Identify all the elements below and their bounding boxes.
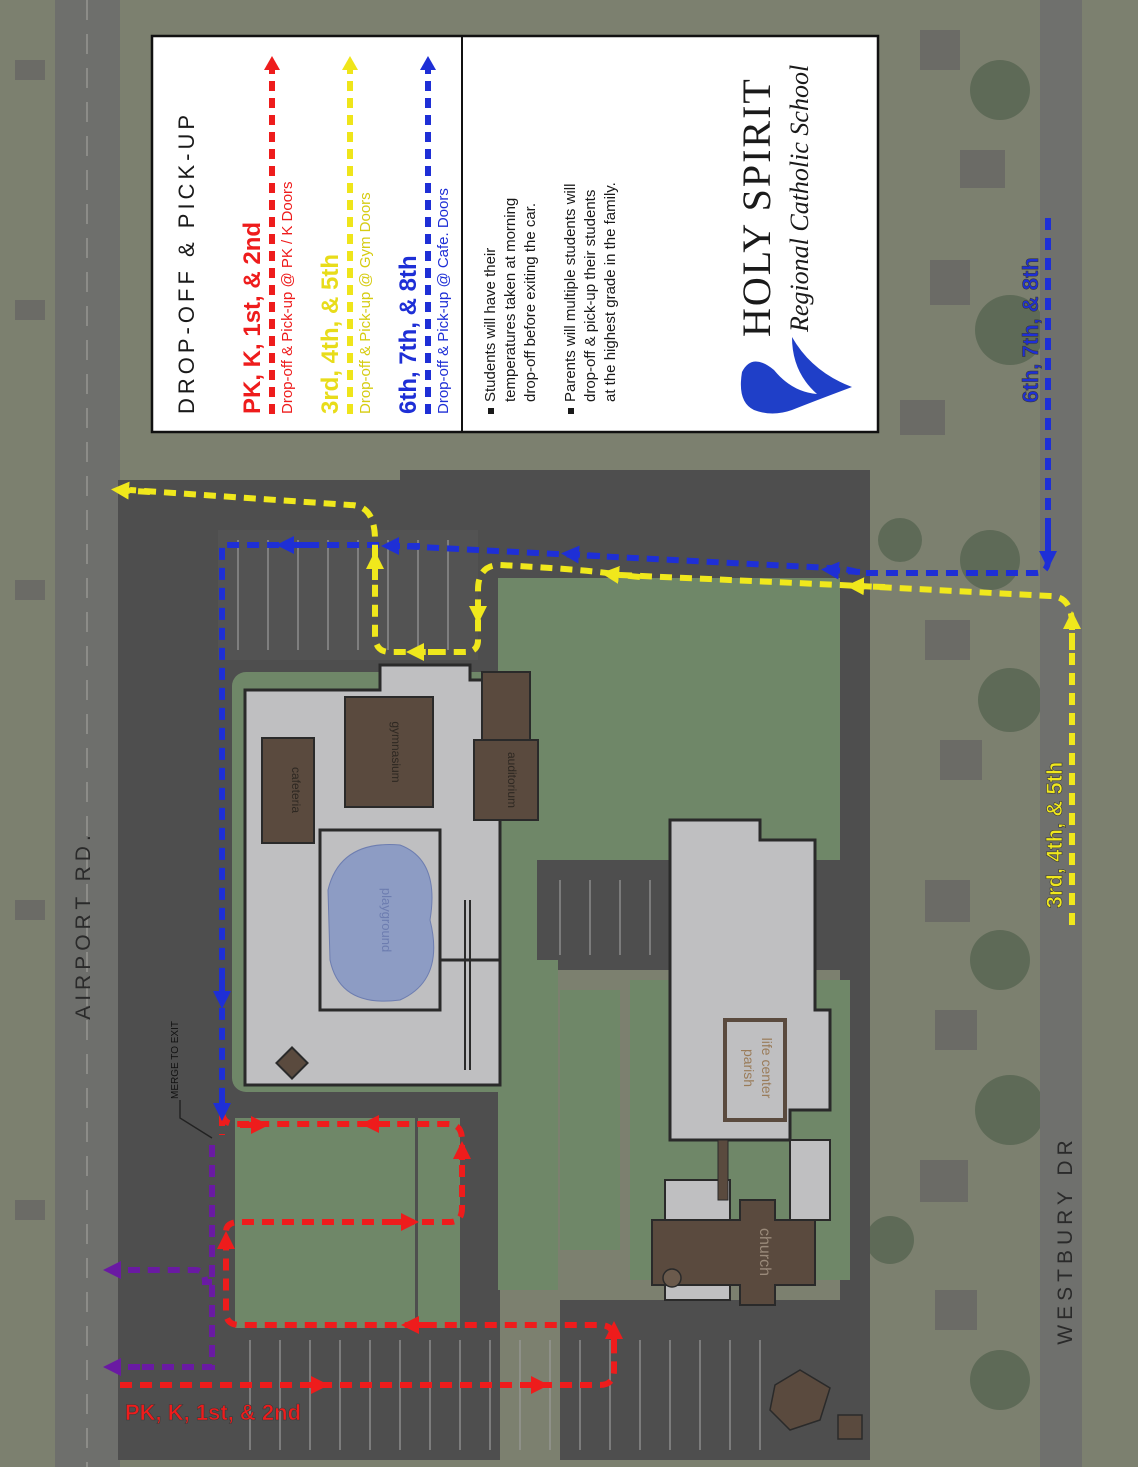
- merge-to-exit-callout: MERGE TO EXIT: [170, 1021, 213, 1139]
- logo-subtitle: Regional Catholic School: [785, 65, 814, 333]
- parish-label-line2: life center: [759, 1038, 775, 1099]
- legend-red-grades: PK, K, 1st, & 2nd: [239, 222, 266, 414]
- note2-line2: drop-off & pick-up their students: [582, 190, 599, 402]
- note1-line2: temperatures taken at morning: [502, 198, 519, 402]
- route-purple-exit: [103, 1145, 215, 1376]
- parish-life-center: [668, 818, 832, 1142]
- airport-rd-label: AIRPORT RD.: [72, 830, 95, 1020]
- legend-note-2: Parents will multiple students will drop…: [562, 182, 619, 414]
- building-labels: cafeteria gymnasium auditorium playgroun…: [289, 721, 775, 1276]
- note1-line1: Students will have their: [482, 248, 499, 402]
- playground-label: playground: [379, 888, 394, 952]
- route-yellow-3rd-5th: [111, 481, 1081, 925]
- neighborhood-houses: [15, 30, 1005, 1330]
- school-building: [243, 663, 539, 1087]
- westbury-dr-label: WESTBURY DR: [1054, 1135, 1077, 1344]
- rectory-roofs: [769, 1369, 863, 1440]
- merge-to-exit-label: MERGE TO EXIT: [170, 1021, 181, 1099]
- legend-yellow-grades: 3rd, 4th, & 5th: [317, 254, 344, 414]
- route-label-blue: 6th, 7th, & 8th: [1018, 257, 1043, 402]
- auditorium-label: auditorium: [505, 752, 519, 808]
- legend-yellow-detail: Drop-off & Pick-up @ Gym Doors: [357, 192, 374, 414]
- route-red-pk-2nd: [120, 1109, 623, 1394]
- parish-label-line1: parish: [741, 1049, 757, 1087]
- legend-blue-grades: 6th, 7th, & 8th: [395, 255, 422, 414]
- church-building: [651, 1139, 831, 1306]
- dove-icon: [740, 337, 852, 414]
- legend-box: DROP-OFF & PICK-UP PK, K, 1st, & 2nd Dro…: [150, 34, 880, 434]
- note2-line3: at the highest grade in the family.: [602, 182, 619, 402]
- playground: [327, 844, 435, 1002]
- legend-blue-detail: Drop-off & Pick-up @ Cafe. Doors: [435, 188, 452, 414]
- route-label-red: PK, K, 1st, & 2nd: [125, 1400, 301, 1425]
- legend-title: DROP-OFF & PICK-UP: [174, 111, 199, 414]
- cafeteria-label: cafeteria: [289, 767, 303, 813]
- gymnasium-label: gymnasium: [389, 721, 403, 782]
- legend-red-detail: Drop-off & Pick-up @ PK / K Doors: [279, 181, 296, 414]
- note1-line3: drop-off before exiting the car.: [522, 203, 539, 402]
- church-label: church: [756, 1228, 773, 1276]
- cafeteria-roof: [261, 737, 315, 844]
- school-logo: HOLY SPIRIT Regional Catholic School: [734, 65, 852, 414]
- legend-note-1: Students will have their temperatures ta…: [482, 198, 539, 414]
- gymnasium-roof: [344, 696, 434, 808]
- route-label-yellow: 3rd, 4th, & 5th: [1042, 762, 1067, 909]
- route-blue-6th-8th: [213, 218, 1057, 1121]
- note2-line1: Parents will multiple students will: [562, 184, 579, 402]
- logo-title: HOLY SPIRIT: [734, 77, 779, 337]
